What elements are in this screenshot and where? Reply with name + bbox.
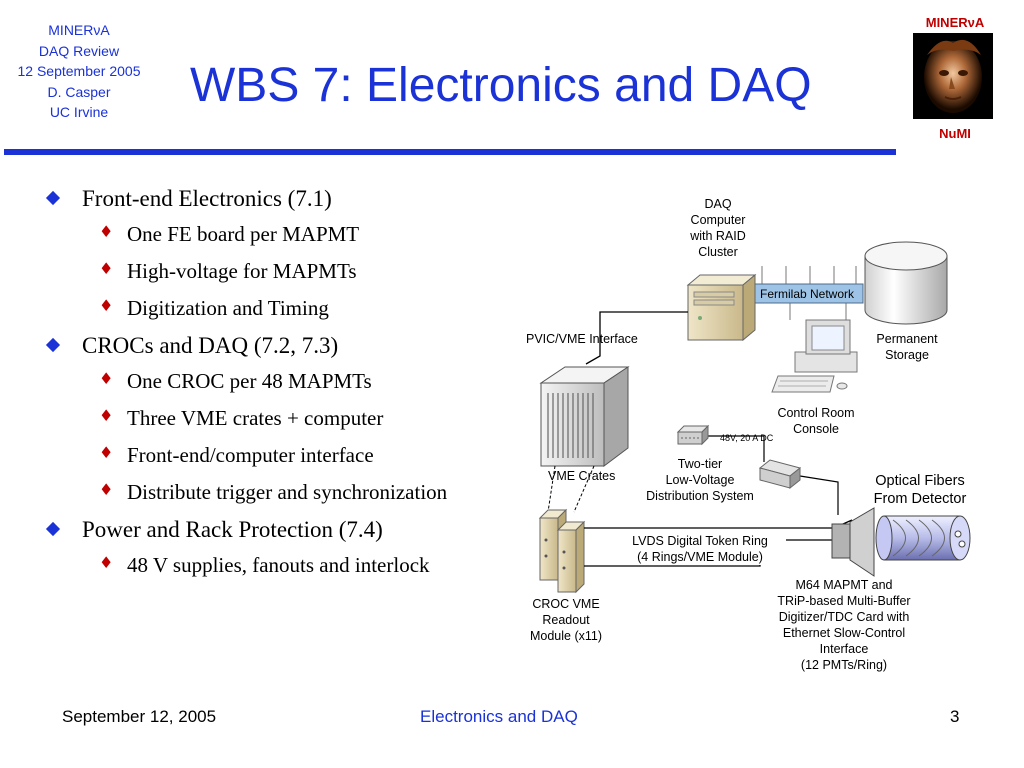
label-line: Module (x11) <box>529 629 603 643</box>
label-line: Computer <box>690 213 746 227</box>
network-tick-lines <box>761 266 857 320</box>
sub-bullet-item: ♦ High-voltage for MAPMTs <box>42 259 532 283</box>
label-line: CROC VME <box>532 597 600 611</box>
label-line: (12 PMTs/Ring) <box>800 658 888 672</box>
bullet-item: CROCs and DAQ (7.2, 7.3) <box>42 333 532 359</box>
sub-bullet-text: Three VME crates + computer <box>127 406 384 430</box>
control-console-icon <box>771 319 858 393</box>
sub-bullet-item: ♦ Digitization and Timing <box>42 296 532 320</box>
power-supply-icon <box>676 424 710 446</box>
slide-title: WBS 7: Electronics and DAQ <box>190 59 812 112</box>
label-line: Storage <box>885 348 929 362</box>
diamond-bullet-icon: ♦ <box>99 259 114 278</box>
label-line: Permanent <box>876 332 938 346</box>
bullet-list: Front-end Electronics (7.1) ♦ One FE boar… <box>42 186 532 590</box>
bullet-item: Power and Rack Protection (7.4) <box>42 517 532 543</box>
permanent-storage-label: Permanent Storage <box>862 331 952 363</box>
lv-wire <box>708 435 765 462</box>
lvds-label: LVDS Digital Token Ring (4 Rings/VME Mod… <box>614 533 786 565</box>
label-line: Console <box>793 422 839 436</box>
sub-bullet-text: High-voltage for MAPMTs <box>127 259 357 283</box>
control-room-label: Control Room Console <box>772 405 860 437</box>
label-line: Digitizer/TDC Card with <box>778 610 910 624</box>
two-tier-label: Two-tier Low-Voltage Distribution System <box>640 456 760 504</box>
sub-bullet-text: One CROC per 48 MAPMTs <box>127 369 372 393</box>
diamond-bullet-icon: ♦ <box>99 480 114 499</box>
daq-computer-label: DAQ Computer with RAID Cluster <box>682 196 754 260</box>
mapmt-card-icon <box>831 507 875 577</box>
minerva-logo-image <box>913 33 993 119</box>
bullet-text: Power and Rack Protection (7.4) <box>82 517 383 542</box>
sub-bullet-text: Front-end/computer interface <box>127 443 374 467</box>
label-line: Ethernet Slow-Control <box>782 626 906 640</box>
optical-fiber-bundle-icon <box>875 515 971 561</box>
header-line: D. Casper <box>47 83 111 100</box>
storage-cylinder-icon <box>864 241 948 325</box>
diamond-bullet-icon: ♦ <box>99 222 114 241</box>
label-line: Two-tier <box>677 457 723 471</box>
bullet-text: Front-end Electronics (7.1) <box>82 186 332 211</box>
sub-bullet-item: ♦ One CROC per 48 MAPMTs <box>42 369 532 393</box>
sub-bullet-item: ♦ Three VME crates + computer <box>42 406 532 430</box>
daq-to-crate-wire <box>585 311 688 365</box>
power-rating-label: 48V, 20 A DC <box>720 433 774 443</box>
diamond-bullet-icon: ♦ <box>99 443 114 462</box>
pvic-vme-label: PVIC/VME Interface <box>526 332 638 346</box>
sub-bullet-item: ♦ Front-end/computer interface <box>42 443 532 467</box>
vme-crates-label: VME Crates <box>548 469 616 483</box>
label-line: Distribution System <box>646 489 754 503</box>
croc-label: CROC VME Readout Module (x11) <box>520 596 612 644</box>
label-line: Control Room <box>777 406 855 420</box>
fermilab-network-label: Fermilab Network <box>759 287 855 301</box>
header-line: MINERνA <box>48 22 110 38</box>
sub-bullet-text: Distribute trigger and synchronization <box>127 480 448 504</box>
logo-bottom-text: NuMI <box>939 126 971 141</box>
label-line: (4 Rings/VME Module) <box>637 550 763 564</box>
label-line: DAQ <box>704 197 732 211</box>
header-line: UC Irvine <box>49 104 109 120</box>
header-line: DAQ Review <box>38 42 120 59</box>
label-line: with RAID <box>690 229 746 243</box>
label-line: Readout <box>542 613 590 627</box>
diamond-bullet-icon: ♦ <box>99 406 114 425</box>
sub-bullet-text: Digitization and Timing <box>127 296 329 320</box>
label-line: M64 MAPMT and <box>795 578 893 592</box>
diamond-bullet-icon: ♦ <box>99 296 114 315</box>
daq-computer-tower-icon <box>686 273 757 342</box>
sub-bullet-text: One FE board per MAPMT <box>127 222 360 246</box>
crate-dashed-lines <box>547 465 595 513</box>
footer-date: September 12, 2005 <box>62 707 217 726</box>
m64-card-label: M64 MAPMT and TRiP-based Multi-Buffer Di… <box>754 577 934 673</box>
label-line: LVDS Digital Token Ring <box>632 534 768 548</box>
croc-module-icon <box>538 508 586 594</box>
footer-topic: Electronics and DAQ <box>420 707 578 726</box>
header-info: MINERνA DAQ Review 12 September 2005 D. … <box>0 20 158 123</box>
sub-bullet-text: 48 V supplies, fanouts and interlock <box>127 553 430 577</box>
bullet-text: CROCs and DAQ (7.2, 7.3) <box>82 333 339 358</box>
label-line: Low-Voltage <box>665 473 735 487</box>
label-line: Cluster <box>698 245 738 259</box>
power-fanout-icon <box>758 459 802 490</box>
label-line: Interface <box>819 642 869 656</box>
label-line: Optical Fibers <box>875 473 965 489</box>
lvds-wire <box>584 519 853 529</box>
optical-fibers-label: Optical Fibers From Detector <box>864 472 976 508</box>
sub-bullet-item: ♦ One FE board per MAPMT <box>42 222 532 246</box>
diamond-bullet-icon: ♦ <box>99 369 114 388</box>
title-underline <box>4 149 896 155</box>
label-line: From Detector <box>873 491 967 507</box>
lv-wire <box>799 475 839 515</box>
bullet-item: Front-end Electronics (7.1) <box>42 186 532 212</box>
sub-bullet-item: ♦ 48 V supplies, fanouts and interlock <box>42 553 532 577</box>
footer-page-number: 3 <box>950 707 960 726</box>
header-line: 12 September 2005 <box>17 63 141 79</box>
diamond-bullet-icon: ♦ <box>99 553 114 572</box>
sub-bullet-item: ♦ Distribute trigger and synchronization <box>42 480 532 504</box>
vme-crate-icon <box>539 366 630 467</box>
logo-top-text: MINERνA <box>925 15 985 30</box>
label-line: TRiP-based Multi-Buffer <box>777 594 911 608</box>
